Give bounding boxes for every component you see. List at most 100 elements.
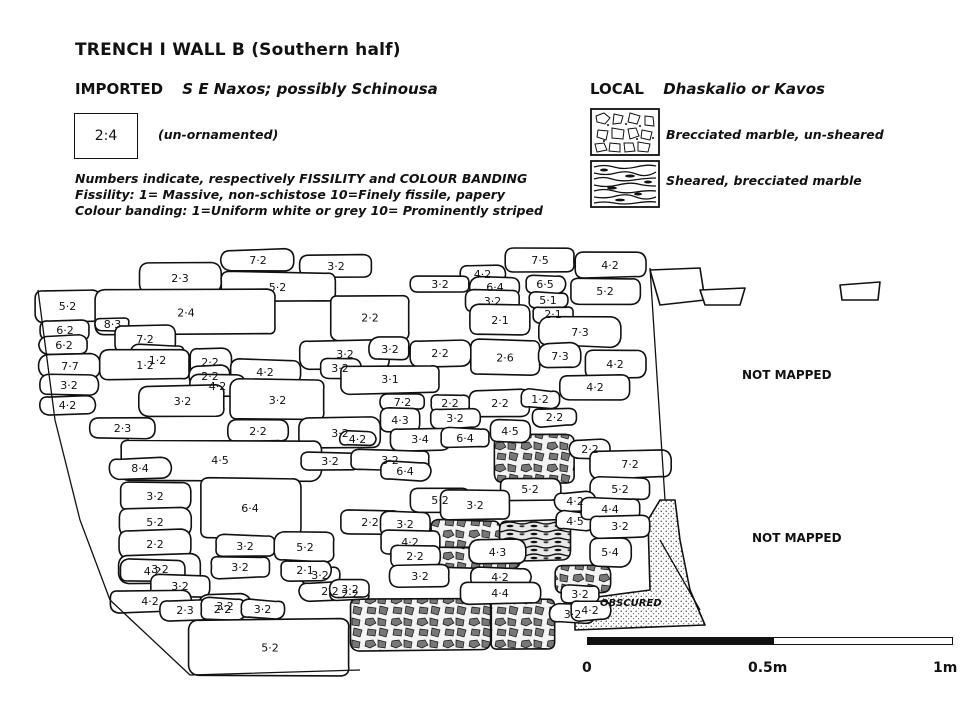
note-line-3: Colour banding: 1=Uniform white or grey … [75,203,543,218]
note-line-2: Fissility: 1= Massive, non-schistose 10=… [75,187,506,202]
stone-value-label: 3·2 [321,455,339,468]
stone-value-label: 3·2 [431,278,449,291]
stone-value-label: 1·2 [531,393,549,406]
stone [537,341,582,369]
stone-value-label: 2·1 [491,314,509,327]
stone-value-label: 3·2 [381,343,399,356]
stone [558,373,631,401]
imported-source: S E Naxos; possibly Schinousa [182,80,438,98]
stone-value-label: 3·2 [151,563,169,576]
stone-value-label: 7·2 [394,396,412,409]
local-source: Dhaskalio or Kavos [663,80,825,98]
stone [108,456,173,481]
stone-value-label: 6·4 [396,465,414,478]
scale-bar-light-segment [773,637,953,645]
scale-label-0: 0 [582,660,592,676]
stone [328,578,370,599]
stone-value-label: 3·2 [381,454,399,467]
stone [298,253,373,278]
stone-value-label: 5·2 [521,483,539,496]
stone-value-label: 4·2 [586,381,604,394]
stone-value-label: 2·1 [296,564,314,577]
stone [459,581,542,606]
stone [94,288,276,336]
stone-value-label: 4·2 [566,495,584,508]
local-heading: LOCAL Dhaskalio or Kavos [590,80,825,98]
scale-label-half: 0.5m [748,660,788,676]
scale-label-1m: 1m [933,660,958,676]
stone-value-label: 4·4 [601,503,619,516]
stone [468,538,527,565]
stone-value-label: 3·2 [466,499,484,512]
stone-value-label: 5·2 [269,281,287,294]
stone [39,373,100,397]
imported-heading: IMPORTED S E Naxos; possibly Schinousa [75,80,438,98]
sample-caption: (un-ornamented) [158,127,279,142]
stone-value-label: 5·2 [146,516,164,529]
stone-value-label: 3·2 [396,518,414,531]
stone-value-label: 7·3 [551,350,569,363]
figure-title: TRENCH I WALL B (Southern half) [75,40,401,60]
stone-value-label: 7·2 [621,458,639,471]
stone-value-label: 4·5 [211,454,229,467]
not-mapped-upper: NOT MAPPED [742,368,832,382]
stone [570,600,612,623]
stone-value-label: 4·2 [209,380,227,393]
stone [538,315,622,349]
stone-value-label: 6·2 [56,324,74,337]
stone-value-label: 5·2 [611,483,629,496]
stone-value-label: 3·2 [336,348,354,361]
sample-stone-value: 2:4 [94,128,118,144]
stone-value-label: 2·3 [176,604,194,617]
stone-value-label: 3·2 [171,580,189,593]
stone-value-label: 3·4 [411,433,429,446]
stone-value-label: 5·2 [261,642,279,655]
stone-value-label: 2·3 [114,422,132,435]
stone-value-label: 3·2 [146,490,164,503]
stone [280,560,333,582]
stone [340,365,440,396]
stone-value-label: 3·2 [174,395,192,408]
stone-value-label: 2·2 [201,356,219,369]
legend-label-sheared: Sheared, brecciated marble [666,173,862,188]
stone-value-label: 3·2 [331,362,349,375]
stone [589,514,651,540]
obscured-area [574,499,706,631]
stone-value-label: 6·4 [456,432,474,445]
stone [504,247,575,273]
stone-value-label: 4·2 [606,358,624,371]
stone-value-label: 6·5 [536,278,554,291]
brecciated-swatch [590,108,660,156]
stone [570,277,642,306]
stone-value-label: 3·2 [564,608,582,621]
stone [88,416,156,440]
unmapped-stone-outline [839,281,881,301]
stone-value-label: 4·2 [144,565,162,578]
stone [368,336,410,361]
stone-value-label: 3·2 [231,561,249,574]
stone-value-label: 2·2 [361,516,379,529]
local-stone [490,596,556,650]
stone [338,429,377,447]
stone [531,407,578,429]
stone-value-label: 2·2 [581,443,599,456]
stone [380,460,432,482]
unmapped-stone-outline [649,267,706,306]
stone-value-label: 2·2 [441,397,459,410]
stone [469,338,541,376]
stone-value-label: 7·7 [61,360,79,373]
stone-value-label: 7·2 [136,333,154,346]
stone-value-label: 3·2 [327,260,345,273]
stone-value-label: 3·2 [236,540,254,553]
stone-value-label: 3·2 [446,412,464,425]
stone [489,418,532,444]
stone-value-label: 2·3 [171,272,189,285]
stone-value-label: 3·2 [411,570,429,583]
stone-value-label: 4·2 [141,595,159,608]
sample-stone-box: 2:4 [74,113,138,159]
stone [439,489,511,521]
stone-value-label: 6·4 [486,281,504,294]
stone [589,475,651,501]
stone-value-label: 3·2 [269,394,287,407]
stone-value-label: 4·2 [401,536,419,549]
